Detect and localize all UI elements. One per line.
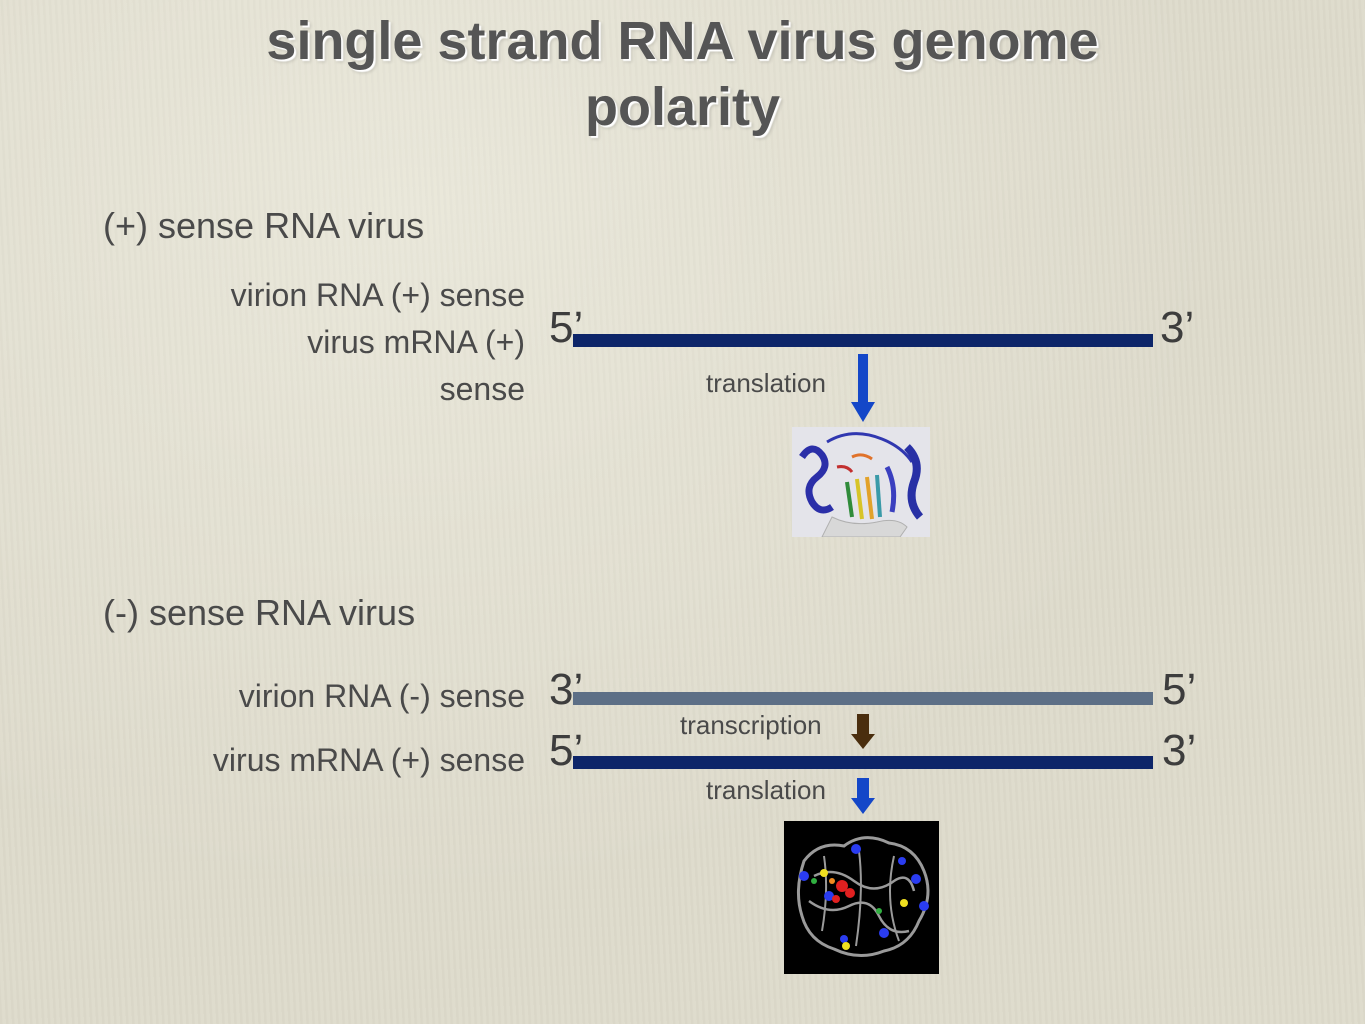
minus-sense-heading: (-) sense RNA virus	[103, 592, 416, 633]
plus-translation-label: translation	[706, 368, 826, 398]
transcription-label: transcription	[680, 710, 822, 740]
plus-mrna-label-line1: virus mRNA (+)	[307, 324, 525, 360]
plus-rna-strand	[573, 334, 1153, 347]
slide-title: single strand RNA virus genome polarity	[0, 8, 1365, 140]
minus-mrna-label: virus mRNA (+) sense	[212, 742, 525, 778]
minus-mrna-3prime: 3’	[1162, 726, 1197, 775]
minus-mrna-strand	[573, 756, 1153, 769]
title-line-2: polarity	[584, 77, 781, 137]
title-line-1: single strand RNA virus genome	[266, 11, 1099, 71]
minus-virion-rna-strand	[573, 692, 1153, 705]
plus-virion-label: virion RNA (+) sense	[230, 277, 525, 313]
minus-virion-5prime: 5’	[1162, 665, 1197, 714]
plus-strand-3prime: 3’	[1160, 303, 1195, 352]
minus-virion-label: virion RNA (-) sense	[238, 678, 525, 714]
plus-mrna-label-line2: sense	[439, 371, 525, 407]
transcription-arrow-icon	[851, 714, 875, 749]
minus-virion-3prime: 3’	[549, 665, 584, 714]
plus-sense-heading: (+) sense RNA virus	[103, 205, 425, 246]
minus-translation-arrow-icon	[851, 778, 875, 814]
protein-coil-structure-icon	[784, 821, 939, 974]
plus-translation-arrow-icon	[851, 354, 875, 422]
protein-ribbon-structure-icon	[792, 427, 930, 537]
minus-translation-label: translation	[706, 775, 826, 805]
